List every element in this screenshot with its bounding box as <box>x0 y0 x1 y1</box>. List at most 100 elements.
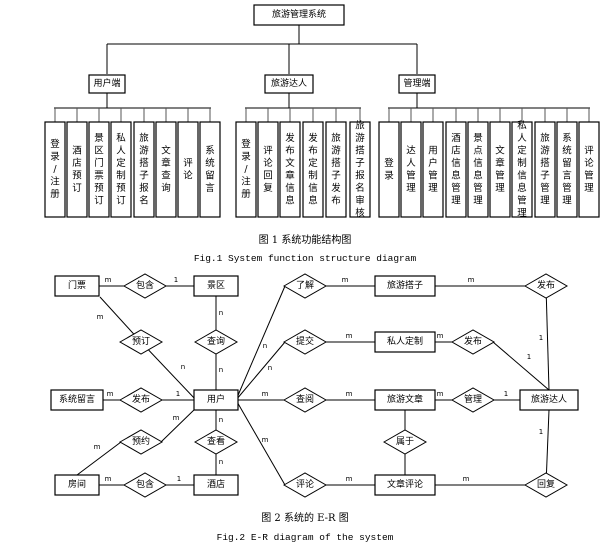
relationship-review <box>282 472 328 498</box>
cardinality-label: 1 <box>539 334 543 342</box>
leaf-node <box>534 121 556 218</box>
leaf-node <box>88 121 110 218</box>
leaf-node-char: 制 <box>116 169 126 181</box>
relationship-publish_msg <box>118 387 164 413</box>
branch-node-0-label: 用户端 <box>93 77 120 89</box>
cardinality-label: m <box>173 414 180 422</box>
cardinality-label: m <box>107 390 114 398</box>
entity-article-label: 旅游文章 <box>387 393 423 405</box>
relationship-pub_buddy <box>523 273 569 299</box>
leaf-node-char: 言 <box>562 169 572 181</box>
cardinality-label: 1 <box>176 390 180 398</box>
leaf-node <box>511 121 533 218</box>
cardinality-label: m <box>437 332 444 340</box>
relationship-query-label: 查询 <box>207 335 225 347</box>
leaf-node-char: 景 <box>473 133 483 144</box>
relationship-pub_buddy-label: 发布 <box>537 279 555 291</box>
leaf-node-char: 评 <box>263 145 273 156</box>
cardinality-label: m <box>437 390 444 398</box>
edge-book-user <box>140 341 197 401</box>
relationship-query <box>193 329 239 355</box>
cardinality-label: m <box>262 436 269 444</box>
leaf-node-char: 旅 <box>355 119 365 131</box>
leaf-node-char: 理 <box>517 208 527 219</box>
cardinality-label: m <box>105 276 112 284</box>
leaf-node-char: / <box>53 164 57 175</box>
leaf-node <box>422 121 444 218</box>
edge-user-submit <box>235 341 286 401</box>
leaf-node-char: 论 <box>584 157 594 169</box>
leaf-node-char: 制 <box>517 157 527 169</box>
leaf-node-char: 登 <box>384 158 394 169</box>
relationship-reply <box>523 472 569 498</box>
leaf-node-char: 息 <box>285 194 295 206</box>
leaf-node-char: 章 <box>285 169 295 181</box>
leaf-node-char: 核 <box>355 207 365 219</box>
leaf-node-char: 布 <box>331 194 341 206</box>
relationship-review-label: 评论 <box>296 478 314 490</box>
leaf-node-char: 注 <box>241 176 251 188</box>
leaf-node-char: 搭 <box>331 157 341 169</box>
leaf-node-char: 旅 <box>540 132 550 144</box>
leaf-node-char: 管 <box>451 182 461 194</box>
leaf-node-char: 搭 <box>540 157 550 169</box>
cardinality-label: m <box>463 475 470 483</box>
relationship-contain2 <box>122 472 168 498</box>
leaf-node-char: 私 <box>517 120 527 131</box>
leaf-node <box>110 121 132 218</box>
leaf-node-char: 人 <box>116 145 126 156</box>
leaf-node <box>578 121 600 218</box>
cardinality-label: m <box>105 475 112 483</box>
edge-user-learn <box>235 285 286 401</box>
figure2-caption-cn: 图 2 系统的 E-R 图 <box>261 513 349 524</box>
entity-expert-label: 旅游达人 <box>531 393 567 405</box>
leaf-node-char: 定 <box>116 157 126 169</box>
figure1-caption-cn: 图 1 系统功能结构图 <box>258 235 352 246</box>
leaf-node-char: 信 <box>473 157 483 169</box>
edge-expert-reply <box>545 409 550 486</box>
entity-room <box>54 474 100 496</box>
entity-buddy-label: 旅游搭子 <box>387 279 423 291</box>
leaf-node-char: / <box>244 164 248 175</box>
leaf-node-char: 理 <box>495 183 505 194</box>
leaf-node <box>556 121 578 218</box>
leaf-node-char: 管 <box>406 169 416 181</box>
leaf-node <box>467 121 489 218</box>
cardinality-label: 1 <box>177 475 181 483</box>
leaf-node-char: 言 <box>205 182 215 194</box>
relationship-reserve <box>118 429 164 455</box>
relationship-submit <box>282 329 328 355</box>
leaf-node-char: 管 <box>540 182 550 194</box>
root-node-label: 旅游管理系统 <box>272 8 326 20</box>
entity-ticket <box>54 275 100 297</box>
cardinality-label: m <box>262 390 269 398</box>
leaf-node-char: 旅 <box>139 132 149 144</box>
leaf-node-char: 理 <box>540 195 550 206</box>
leaf-node-char: 子 <box>139 170 149 181</box>
cardinality-label: 1 <box>174 276 178 284</box>
leaf-node-char: 评 <box>584 145 594 156</box>
leaf-node-char: 册 <box>241 189 251 200</box>
leaf-node-char: 册 <box>50 189 60 200</box>
leaf-node-char: 统 <box>562 144 572 156</box>
relationship-read-label: 查阅 <box>296 393 314 405</box>
leaf-node-char: 子 <box>540 170 550 181</box>
leaf-node-char: 信 <box>285 182 295 194</box>
leaf-node <box>400 121 422 218</box>
entity-comment <box>374 474 436 496</box>
leaf-node-char: 审 <box>355 194 365 206</box>
leaf-node-char: 息 <box>308 194 318 206</box>
leaf-node-char: 文 <box>495 144 505 156</box>
leaf-node <box>349 121 371 218</box>
leaf-node-char: 报 <box>355 169 365 181</box>
entity-room-label: 房间 <box>68 478 86 490</box>
leaf-node-char: 酒 <box>72 145 82 156</box>
leaf-node-char: 区 <box>94 145 104 156</box>
leaf-node-char: 店 <box>451 144 461 156</box>
entity-article <box>374 389 436 411</box>
leaf-node-char: 管 <box>428 169 438 181</box>
leaf-node-char: 登 <box>241 139 251 150</box>
leaf-node-char: 文 <box>285 157 295 169</box>
leaf-node-char: 管 <box>495 169 505 181</box>
